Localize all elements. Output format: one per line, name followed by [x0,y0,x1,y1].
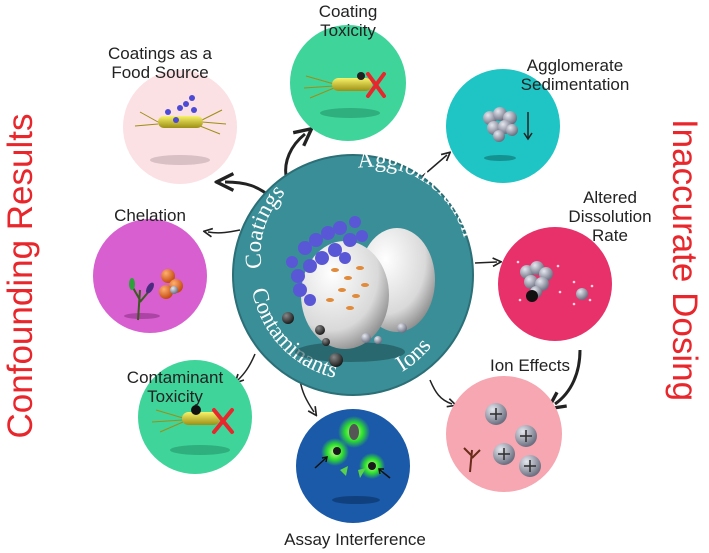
node-chelation [93,219,207,333]
arrow-to-ion-effects [430,380,452,404]
node-ion-effects [446,376,562,492]
center-nanoparticle-circle: Coatings Agglomeration Contaminants Ions [233,146,483,395]
node-food-source [123,70,237,184]
label-ion-effects: Ion Effects [470,356,590,375]
node-coating-toxicity [290,25,406,141]
label-chelation: Chelation [100,206,200,225]
arrow-to-dissolution [475,262,497,263]
node-assay-interference [296,409,410,523]
label-assay-interference: Assay Interference [260,530,450,549]
arrow-to-chelation [208,230,240,233]
